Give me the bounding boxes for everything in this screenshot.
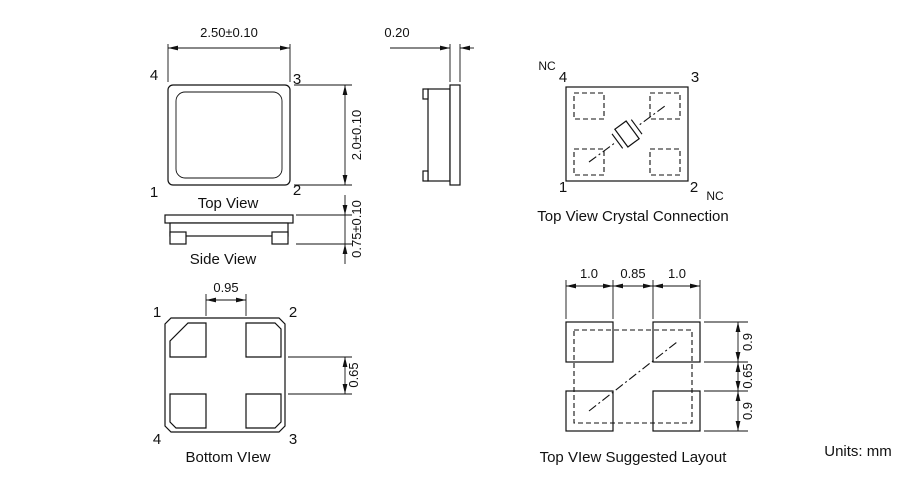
arrowhead	[690, 283, 700, 289]
layout-dim-top-mid-label: 0.85	[620, 266, 645, 281]
suggested-layout-view: 1.0 0.85 1.0 0.9 0.65 0.9 Top VIew Sugge…	[540, 266, 755, 466]
layout-dim-top-left-label: 1.0	[580, 266, 598, 281]
arrowhead	[342, 85, 348, 95]
connection-pad-2	[649, 148, 681, 176]
layout-dim-right-mid-label: 0.65	[740, 363, 755, 388]
lid-thickness-dimension	[390, 44, 474, 82]
bottom-view-pad-2	[245, 322, 282, 358]
connection-pad-3	[649, 92, 681, 120]
side-profile-pad-bottom	[422, 170, 429, 182]
layout-pad-top-right	[652, 321, 701, 363]
top-view-pin-4-label: 4	[150, 67, 158, 84]
connection-pin-4-label: 4	[559, 69, 567, 86]
connection-pin-2-label: 2	[690, 179, 698, 196]
arrowhead	[735, 391, 741, 401]
arrowhead	[735, 352, 741, 362]
crystal-plate	[611, 133, 624, 149]
side-profile-view: 0.20	[384, 25, 474, 186]
arrowhead	[566, 283, 576, 289]
side-profile-pad-top	[422, 88, 429, 100]
top-view-package-outline	[167, 84, 291, 186]
layout-right-dimensions	[704, 321, 748, 432]
arrowhead	[613, 283, 623, 289]
top-view-pin-2-label: 2	[293, 182, 301, 199]
top-view-height-dim-label: 2.0±0.10	[349, 110, 364, 161]
connection-pin-1-label: 1	[559, 179, 567, 196]
crystal-element	[613, 120, 641, 148]
arrowhead	[735, 362, 741, 372]
bottom-view-pad-1	[169, 322, 207, 358]
arrowhead	[280, 45, 290, 51]
arrowhead	[168, 45, 178, 51]
side-view-pad-right	[271, 231, 289, 245]
top-view-pin-3-label: 3	[293, 71, 301, 88]
bottom-view-pin-3-label: 3	[289, 431, 297, 448]
arrowhead	[735, 421, 741, 431]
bottom-view-caption: Bottom VIew	[185, 449, 270, 466]
crystal-connection-caption: Top View Crystal Connection	[537, 208, 728, 225]
top-view-width-dimension	[167, 44, 291, 82]
bottom-view-pad-3	[245, 393, 282, 429]
top-view-pin-1-label: 1	[150, 184, 158, 201]
bottom-view-pin-2-label: 2	[289, 304, 297, 321]
layout-dim-top-right-label: 1.0	[668, 266, 686, 281]
side-view-height-dim-label: 0.75±0.10	[349, 200, 364, 258]
layout-diagonal-trace	[588, 341, 678, 412]
arrowhead	[735, 322, 741, 332]
suggested-layout-caption: Top VIew Suggested Layout	[540, 449, 728, 466]
layout-top-dimensions	[565, 280, 701, 319]
units-label: Units: mm	[824, 443, 892, 460]
layout-dim-right-bottom-label: 0.9	[740, 402, 755, 420]
arrowhead	[440, 45, 450, 51]
arrowhead	[342, 175, 348, 185]
bottom-view: 0.95 0.65 1 2 4 3 Bottom VIew	[153, 280, 361, 466]
top-view-lid-seam	[175, 91, 283, 179]
top-view: 2.50±0.10 2.0±0.10 4 3 1 2 Top View	[150, 25, 364, 212]
nc-label-top: NC	[538, 59, 556, 73]
side-view-pad-left	[169, 231, 187, 245]
arrowhead	[342, 357, 348, 367]
arrowhead	[460, 45, 470, 51]
crystal-connection-view: NC 4 3 1 2 NC Top View Crystal Connectio…	[537, 59, 728, 225]
arrowhead	[236, 297, 246, 303]
arrowhead	[603, 283, 613, 289]
arrowhead	[643, 283, 653, 289]
layout-pad-bottom-right	[652, 390, 701, 432]
bottom-view-pad-4	[169, 393, 207, 429]
side-view-caption: Side View	[190, 251, 257, 268]
side-profile-lid	[449, 84, 461, 186]
pad-hgap-dim-label: 0.95	[213, 280, 238, 295]
arrowhead	[342, 384, 348, 394]
nc-label-bottom: NC	[706, 189, 724, 203]
side-view: 0.75±0.10 Side View	[164, 195, 364, 268]
lid-thickness-dim-label: 0.20	[384, 25, 409, 40]
connection-pad-1	[573, 148, 605, 176]
bottom-view-pin-4-label: 4	[153, 431, 161, 448]
layout-dim-right-top-label: 0.9	[740, 333, 755, 351]
connection-pin-3-label: 3	[691, 69, 699, 86]
top-view-width-dim-label: 2.50±0.10	[200, 25, 258, 40]
arrowhead	[206, 297, 216, 303]
top-view-caption: Top View	[198, 195, 259, 212]
pad-vertical-gap-dimension	[288, 356, 352, 395]
arrowhead	[342, 244, 348, 254]
arrowhead	[342, 205, 348, 215]
bottom-view-pin-1-label: 1	[153, 304, 161, 321]
layout-pad-top-left	[565, 321, 614, 363]
pad-horizontal-gap-dimension	[205, 294, 247, 316]
crystal-plate	[630, 119, 643, 135]
side-view-height-dimension	[296, 195, 352, 264]
arrowhead	[735, 381, 741, 391]
side-profile-body	[427, 88, 451, 182]
connection-pad-4	[573, 92, 605, 120]
layout-package-outline-dashed	[573, 329, 693, 424]
arrowhead	[653, 283, 663, 289]
pad-vgap-dim-label: 0.65	[346, 362, 361, 387]
side-view-body	[169, 222, 289, 237]
crystal-symbol	[607, 115, 647, 153]
top-view-height-dimension	[294, 84, 352, 186]
side-view-lid	[164, 214, 294, 224]
